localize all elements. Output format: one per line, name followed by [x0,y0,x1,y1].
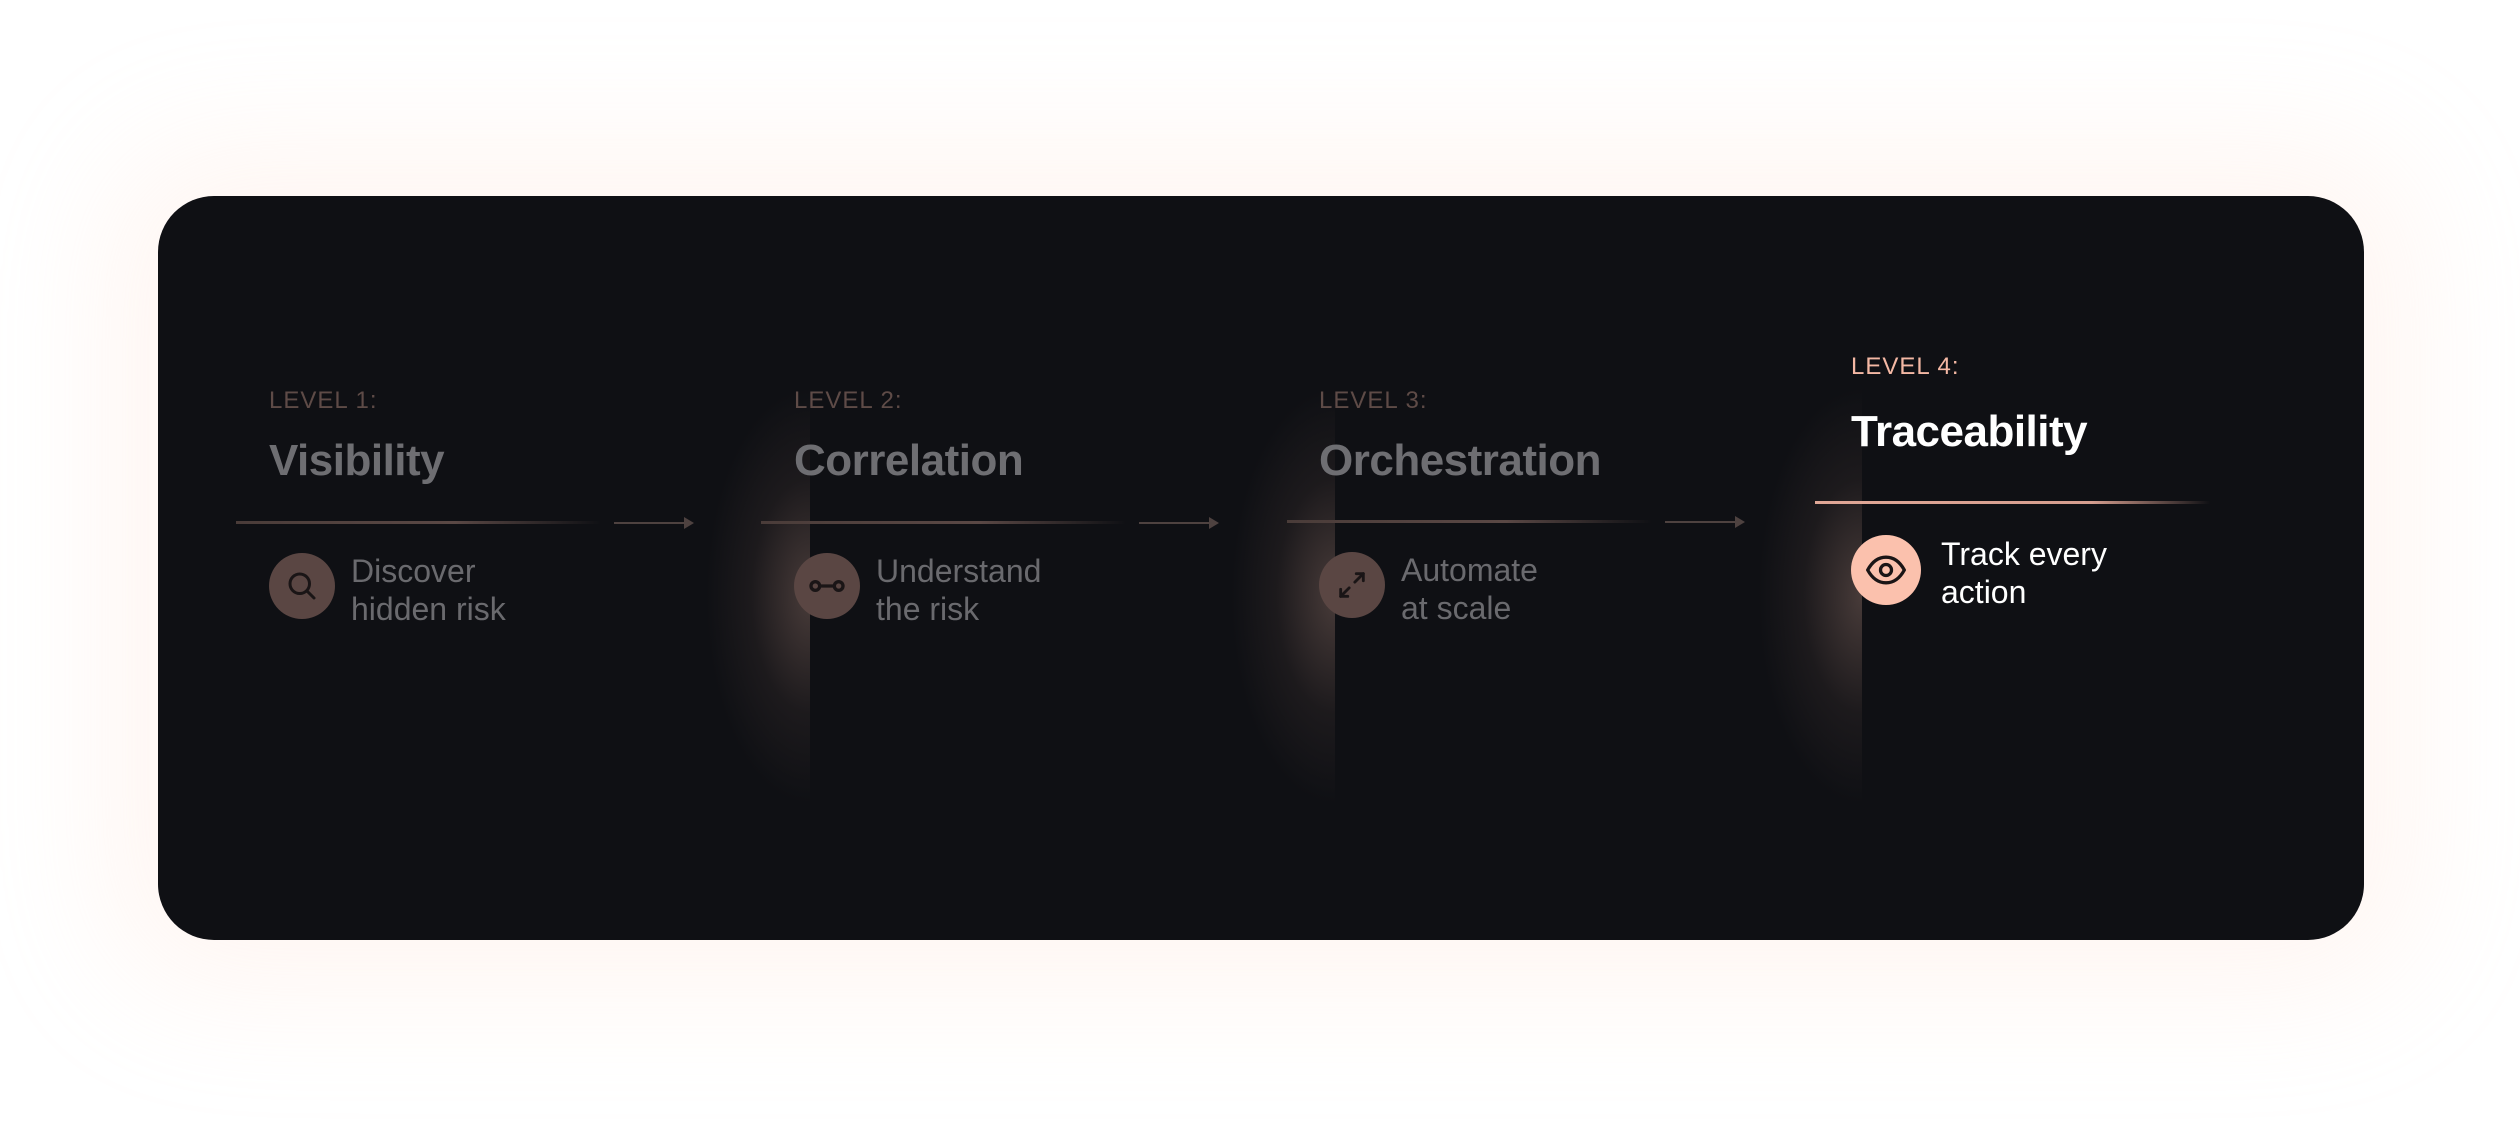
level-3-title: Orchestration [1319,436,1602,485]
level-2-icon-badge [794,553,860,619]
level-2-description-line-1: Understand [876,553,1042,589]
level-4-label: LEVEL 4: [1851,353,1960,380]
level-3-description: Automate at scale [1401,551,1621,627]
level-4-rule [1815,501,2210,504]
level-1-description: Discover hidden risk [351,552,571,628]
level-1-icon-badge [269,553,335,619]
level-1-rule [236,521,601,524]
level-2-title: Correlation [794,436,1024,485]
level-3-description-line-2: at scale [1401,590,1512,626]
arrow-right-icon [1139,517,1219,529]
eye-icon [1866,555,1906,585]
arrow-right-icon [614,517,694,529]
level-1-description-line-2: hidden risk [351,591,506,627]
level-4-description: Track every action [1941,535,2161,611]
level-4-description-line-1: Track every [1941,536,2107,572]
level-divider-glow [1732,336,1862,856]
level-1-description-line-1: Discover [351,553,476,589]
maturity-levels-card: LEVEL 1: Visibility Discover hidden risk… [158,196,2364,940]
level-2-rule [761,521,1126,524]
arrow-right-icon [1665,516,1745,528]
level-2-label: LEVEL 2: [794,387,903,414]
search-icon [288,572,316,600]
level-divider-glow [680,336,810,856]
level-1-title: Visibility [269,436,445,485]
level-4-description-line-2: action [1941,574,2027,610]
level-3-description-line-1: Automate [1401,552,1538,588]
level-4-icon-badge [1851,535,1921,605]
level-3-label: LEVEL 3: [1319,387,1428,414]
level-4-title: Traceability [1851,407,2088,456]
link-icon [809,579,845,592]
level-divider-glow [1205,336,1335,856]
level-2-description: Understand the risk [876,552,1096,628]
level-3-icon-badge [1319,552,1385,618]
level-3-rule [1287,520,1652,523]
level-2-description-line-2: the risk [876,591,980,627]
level-1-label: LEVEL 1: [269,387,378,414]
expand-arrows-icon [1339,572,1365,598]
